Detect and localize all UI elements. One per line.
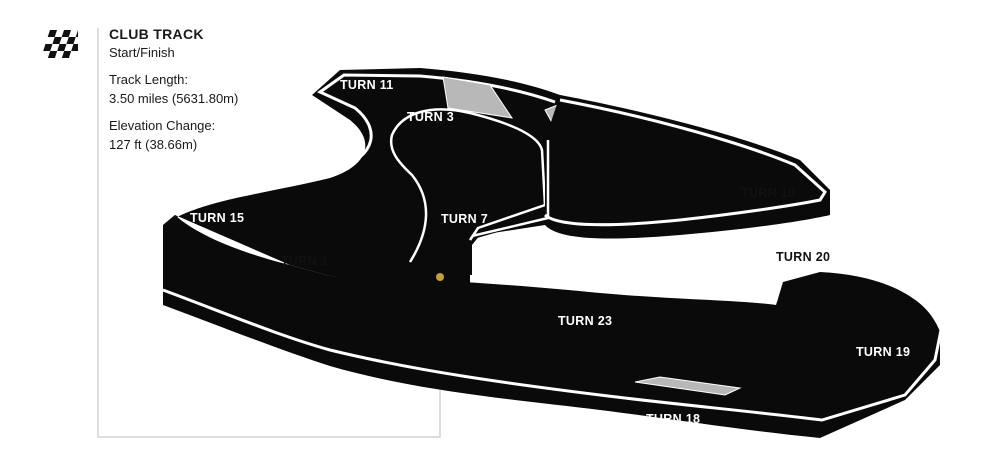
- bridge-lower: [634, 376, 742, 396]
- elevation-change-label: Elevation Change:: [109, 118, 216, 133]
- turn-label: TURN 7: [441, 212, 488, 226]
- turn-label: TURN 15: [190, 211, 244, 225]
- turn-label: TURN 18: [646, 412, 700, 426]
- turn-label: TURN 3: [407, 110, 454, 124]
- checkered-flag-icon: [43, 30, 78, 58]
- turn-label: TURN 1: [281, 254, 328, 268]
- track-name: CLUB TRACK: [109, 26, 204, 42]
- turn-label: TURN 19: [856, 345, 910, 359]
- track-length-value: 3.50 miles (5631.80m): [109, 91, 239, 106]
- turn-label: TURN 20: [776, 250, 830, 264]
- track-length-label: Track Length:: [109, 72, 189, 87]
- track-east-section: [471, 95, 830, 239]
- start-finish-label: Start/Finish: [109, 45, 175, 60]
- turn-label: TURN 10: [741, 186, 795, 200]
- elevation-change-value: 127 ft (38.66m): [109, 137, 198, 152]
- bridge-upper: [442, 76, 514, 119]
- turn-label: TURN 11: [340, 78, 394, 92]
- track-info-panel: CLUB TRACK Start/Finish Track Length: 3.…: [109, 26, 238, 152]
- turn-label: TURN 23: [558, 314, 612, 328]
- start-finish-marker: [436, 273, 444, 281]
